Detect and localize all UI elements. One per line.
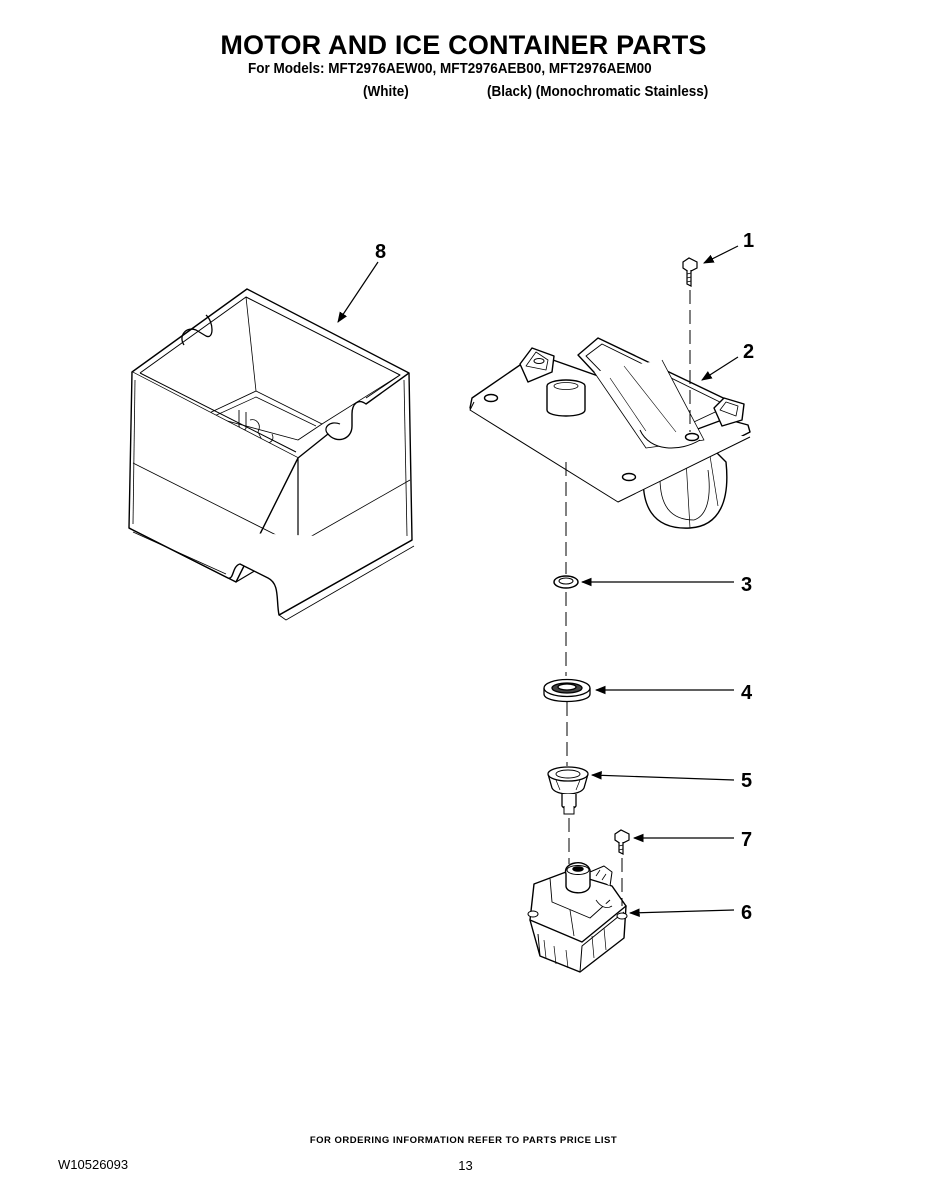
page-title: MOTOR AND ICE CONTAINER PARTS (220, 30, 707, 60)
callout-1: 1 (743, 230, 754, 252)
callout-7: 7 (741, 829, 752, 851)
mounting-screw (682, 257, 698, 287)
variant-white: (White) (363, 83, 409, 100)
ice-container-bin (128, 288, 415, 621)
page-number: 13 (458, 1158, 473, 1173)
drive-coupler (547, 766, 589, 815)
callout-leaders (337, 245, 739, 918)
document-number: W10526093 (58, 1157, 129, 1172)
auger-motor-mount (469, 337, 751, 529)
retaining-ring (553, 575, 579, 589)
assembly-center-lines (565, 290, 691, 906)
callout-4: 4 (741, 682, 753, 704)
callout-3: 3 (741, 574, 752, 596)
bearing-seal (543, 678, 591, 703)
ordering-note: FOR ORDERING INFORMATION REFER TO PARTS … (309, 1135, 618, 1146)
callout-numbers: 1 2 3 4 5 6 7 8 (375, 230, 754, 924)
callout-2: 2 (743, 341, 754, 363)
variant-black-stainless: (Black) (Monochromatic Stainless) (487, 83, 709, 100)
auger-motor (527, 862, 628, 973)
motor-screw (614, 829, 630, 855)
callout-5: 5 (741, 770, 752, 792)
callout-6: 6 (741, 902, 752, 924)
models-line: For Models: MFT2976AEW00, MFT2976AEB00, … (248, 60, 652, 77)
callout-8: 8 (375, 241, 386, 263)
